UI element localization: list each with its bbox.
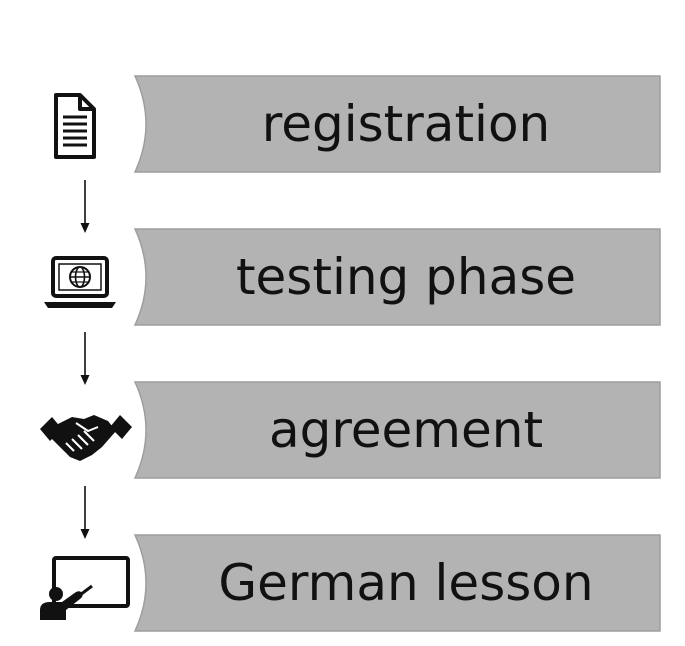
step-label: registration	[261, 95, 551, 153]
step-german-lesson: German lesson	[0, 534, 685, 632]
flow-arrow	[78, 180, 92, 234]
step-registration: registration	[0, 75, 685, 173]
step-testing-phase: testing phase	[0, 228, 685, 326]
document-icon	[36, 91, 136, 161]
step-banner	[133, 534, 661, 632]
laptop-globe-icon	[36, 244, 136, 314]
step-label: German lesson	[218, 554, 594, 612]
teacher-board-icon	[36, 550, 136, 620]
step-agreement: agreement	[0, 381, 685, 479]
step-banner	[133, 75, 661, 173]
step-label: agreement	[268, 401, 544, 459]
flow-arrow	[78, 486, 92, 540]
step-label: testing phase	[235, 248, 577, 306]
step-banner	[133, 228, 661, 326]
handshake-icon	[36, 397, 136, 467]
flow-arrow	[78, 332, 92, 386]
step-banner	[133, 381, 661, 479]
